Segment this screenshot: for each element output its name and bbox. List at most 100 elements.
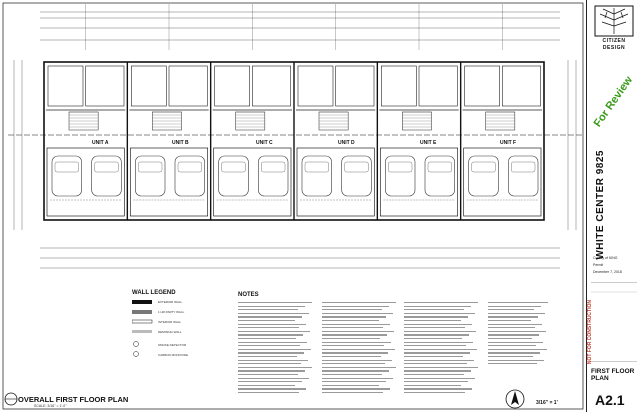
room-outline: [168, 65, 208, 107]
note-text-line: [404, 305, 471, 307]
note-text-line: [488, 359, 544, 361]
legend-item: 1 HR PARTY WALL: [158, 310, 185, 314]
title-block: CITIZEN DESIGN For Review WHITE CENTER 9…: [586, 0, 640, 412]
note-text-line: [404, 341, 473, 343]
note-text-line: [238, 352, 304, 354]
car-windshield: [344, 161, 369, 173]
note-text-line: [404, 338, 462, 340]
note-text-line: [238, 356, 297, 358]
car-icon: [218, 155, 249, 197]
room-outline: [297, 65, 334, 107]
plan-scale: SCALE: 3/16" = 1'-0": [34, 404, 67, 408]
note-text-line: [488, 312, 545, 315]
note-text-line: [404, 323, 472, 325]
room-outline: [418, 65, 458, 107]
note-text-line: [488, 330, 546, 333]
note-text-line: [404, 334, 469, 336]
note-text-line: [404, 384, 461, 387]
note-text-line: [404, 377, 475, 379]
legend-item: CARBON MONOXIDE: [158, 353, 189, 357]
note-text-line: [404, 363, 467, 365]
note-text-line: [238, 334, 303, 336]
car-icon: [424, 155, 455, 197]
note-text-line: [322, 309, 382, 311]
plan-title: OVERALL FIRST FLOOR PLAN: [18, 395, 129, 404]
note-text-line: [404, 388, 472, 390]
status-text: Permit: [593, 263, 604, 267]
note-text-line: [322, 305, 389, 307]
car-icon: [91, 155, 122, 197]
note-text-line: [404, 370, 471, 372]
note-text-line: [238, 388, 306, 390]
note-text-line: [238, 309, 298, 311]
note-text-line: [322, 388, 390, 390]
note-text-line: [488, 323, 542, 325]
note-text-line: [488, 338, 532, 340]
note-text-line: [322, 320, 379, 322]
note-text-line: [404, 327, 465, 329]
note-text-line: [488, 302, 548, 304]
note-text-line: [322, 370, 389, 372]
car-windshield: [427, 161, 452, 173]
note-text-line: [322, 302, 396, 304]
note-text-line: [322, 381, 386, 383]
legend-swatches: [132, 300, 153, 357]
note-text-line: [404, 312, 475, 315]
car-windshield: [138, 161, 163, 173]
note-text-line: [322, 316, 386, 318]
note-text-line: [238, 302, 312, 304]
note-text-line: [238, 345, 300, 347]
note-text-line: [404, 309, 464, 311]
note-text-line: [238, 374, 298, 376]
garage-outline: [296, 147, 375, 217]
north-arrow-icon: [505, 389, 525, 409]
note-text-line: [404, 348, 477, 351]
note-text-line: [488, 320, 531, 322]
sheet-title-line2: PLAN: [591, 375, 609, 382]
note-text-line: [488, 327, 535, 329]
room-outline: [131, 65, 167, 107]
note-text-line: [404, 366, 478, 369]
note-text-line: [238, 320, 295, 322]
for-review-stamp: For Review: [591, 74, 636, 130]
note-text-line: [322, 341, 391, 343]
note-text-line: [322, 312, 393, 315]
note-text-line: [238, 323, 306, 325]
note-text-line: [322, 374, 382, 376]
note-text-line: [322, 330, 394, 333]
car-icon: [51, 155, 82, 197]
car-icon: [468, 155, 499, 197]
note-text-line: [488, 363, 537, 365]
logo-word-2: DESIGN: [602, 45, 626, 51]
logo-word-1: CITIZEN: [602, 38, 626, 44]
note-text-line: [322, 363, 385, 365]
note-text-line: [322, 323, 390, 325]
car-windshield: [54, 161, 79, 173]
note-text-line: [488, 334, 539, 336]
note-text-line: [238, 341, 307, 343]
note-text-line: [322, 352, 388, 354]
note-text-line: [404, 374, 464, 376]
garage-outline: [213, 147, 292, 217]
garage-outline: [379, 147, 459, 217]
car-icon: [385, 155, 416, 197]
car-windshield: [511, 161, 536, 173]
note-text-line: [404, 320, 461, 322]
car-windshield: [304, 161, 329, 173]
car-windshield: [388, 161, 413, 173]
car-windshield: [177, 161, 202, 173]
scale-note: 3/16" = 1': [536, 400, 558, 406]
client-text: County of KING: [593, 256, 618, 260]
note-text-line: [404, 316, 468, 318]
garage-outline: [129, 147, 209, 217]
note-text-line: [322, 345, 384, 347]
note-text-line: [488, 352, 540, 354]
note-text-line: [488, 345, 536, 347]
sheet-title: FIRST FLOOR PLAN: [591, 368, 634, 382]
floor-plan-drawing: [2, 2, 584, 410]
note-text-line: [238, 377, 309, 379]
plan-title-marker: [4, 392, 18, 406]
note-text-line: [322, 338, 380, 340]
note-text-line: [238, 384, 295, 387]
unit-label: UNIT B: [172, 140, 189, 146]
